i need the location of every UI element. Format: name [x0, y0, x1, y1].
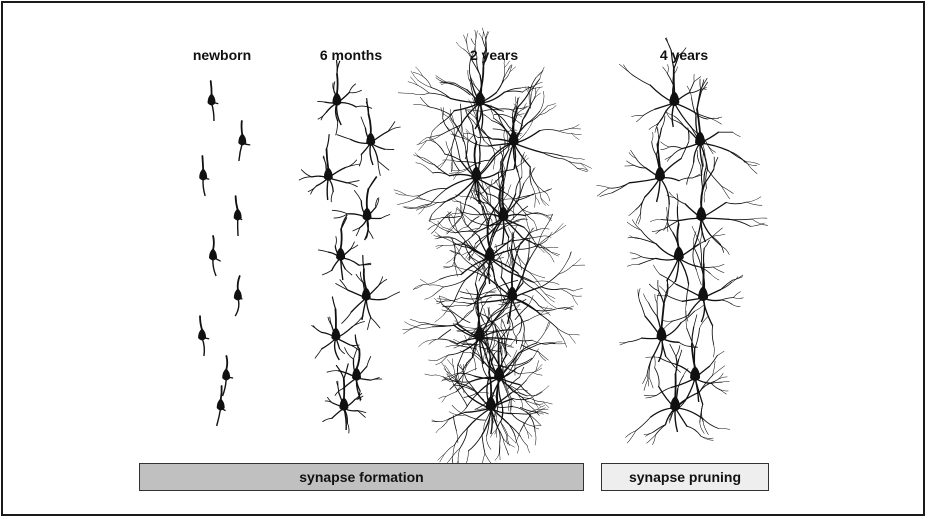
- neuron: [337, 99, 400, 176]
- neuron: [199, 156, 209, 196]
- neuron: [336, 256, 400, 330]
- neuron: [449, 67, 591, 220]
- synapse-formation-bar: synapse formation: [139, 463, 584, 491]
- neuron: [222, 356, 232, 396]
- neuron: [234, 276, 242, 316]
- synapse-formation-label: synapse formation: [299, 469, 423, 485]
- neuron: [327, 335, 382, 401]
- neuron: [626, 344, 730, 444]
- neuron: [209, 236, 220, 276]
- neuron: [597, 116, 703, 232]
- neuron: [234, 196, 242, 236]
- neuron: [208, 81, 218, 121]
- neuron: [238, 121, 249, 161]
- neuron-column-2-years: [394, 28, 592, 479]
- synapse-pruning-label: synapse pruning: [629, 469, 741, 485]
- neuron-column-6-months: [299, 61, 400, 434]
- neuron-column-newborn: [198, 81, 250, 426]
- neuron: [425, 307, 566, 446]
- neuron: [619, 38, 722, 160]
- synapse-pruning-bar: synapse pruning: [601, 463, 769, 491]
- neuron: [198, 316, 209, 356]
- neuron: [394, 97, 552, 234]
- neuron-column-4-years: [597, 38, 768, 445]
- neuron: [299, 135, 360, 202]
- neuron-illustration: [3, 3, 923, 514]
- neuron: [398, 28, 542, 172]
